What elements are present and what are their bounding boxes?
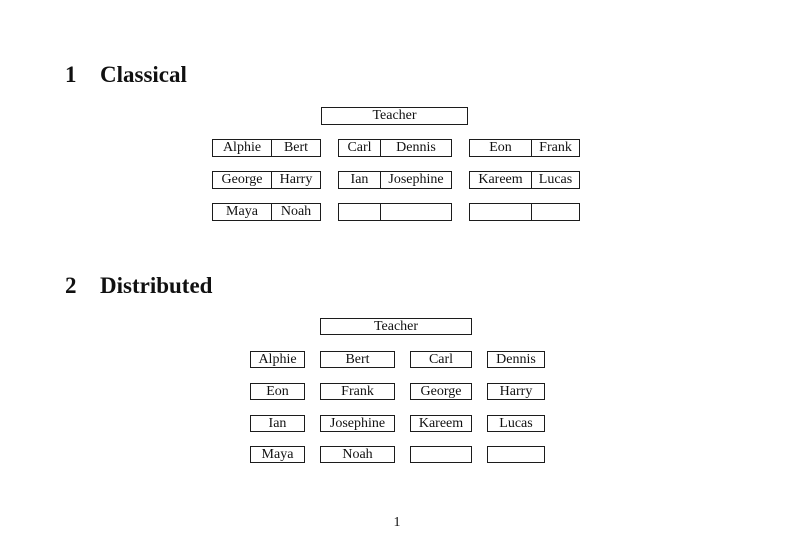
desk-table xyxy=(469,203,580,221)
desk-cell: Dennis xyxy=(380,140,451,156)
student-desk: Ian xyxy=(250,415,305,432)
student-desk: Alphie xyxy=(250,351,305,368)
desk-table: George Harry xyxy=(212,171,321,189)
section-title: Classical xyxy=(100,62,187,87)
student-desk: Frank xyxy=(320,383,395,400)
section-heading-classical: 1 Classical xyxy=(65,62,187,87)
desk-cell: Lucas xyxy=(531,172,579,188)
desk-table: Kareem Lucas xyxy=(469,171,580,189)
student-desk: Carl xyxy=(410,351,472,368)
desk-cell: Maya xyxy=(226,204,258,219)
section-number: 2 xyxy=(65,273,77,298)
desk-cell: Frank xyxy=(531,140,579,156)
desk-cell: Ian xyxy=(350,172,369,187)
desk-table: Alphie Bert xyxy=(212,139,321,157)
desk-cell: George xyxy=(221,172,263,187)
student-desk: Kareem xyxy=(410,415,472,432)
desk-table: Eon Frank xyxy=(469,139,580,157)
student-desk: Josephine xyxy=(320,415,395,432)
student-desk: Harry xyxy=(487,383,545,400)
section-number: 1 xyxy=(65,62,77,87)
desk-cell xyxy=(339,204,380,220)
desk-table: Ian Josephine xyxy=(338,171,452,189)
section-heading-distributed: 2 Distributed xyxy=(65,273,212,298)
teacher-desk: Teacher xyxy=(320,318,472,335)
page-number: 1 xyxy=(393,515,401,530)
desk-cell xyxy=(380,204,451,220)
desk-cell: Josephine xyxy=(380,172,451,188)
student-desk: Bert xyxy=(320,351,395,368)
desk-cell: Kareem xyxy=(478,172,523,187)
student-desk: Noah xyxy=(320,446,395,463)
desk-cell: Bert xyxy=(271,140,320,156)
student-desk: Maya xyxy=(250,446,305,463)
desk-cell: Eon xyxy=(489,140,512,155)
desk-cell xyxy=(531,204,579,220)
desk-cell xyxy=(470,204,531,220)
desk-table: Carl Dennis xyxy=(338,139,452,157)
desk-cell: Carl xyxy=(347,140,372,155)
student-desk: George xyxy=(410,383,472,400)
student-desk xyxy=(487,446,545,463)
teacher-desk: Teacher xyxy=(321,107,468,125)
section-title: Distributed xyxy=(100,273,213,298)
desk-table: Maya Noah xyxy=(212,203,321,221)
student-desk: Lucas xyxy=(487,415,545,432)
student-desk: Dennis xyxy=(487,351,545,368)
desk-table xyxy=(338,203,452,221)
student-desk xyxy=(410,446,472,463)
student-desk: Eon xyxy=(250,383,305,400)
desk-cell: Alphie xyxy=(222,140,262,155)
desk-cell: Noah xyxy=(271,204,320,220)
desk-cell: Harry xyxy=(271,172,320,188)
